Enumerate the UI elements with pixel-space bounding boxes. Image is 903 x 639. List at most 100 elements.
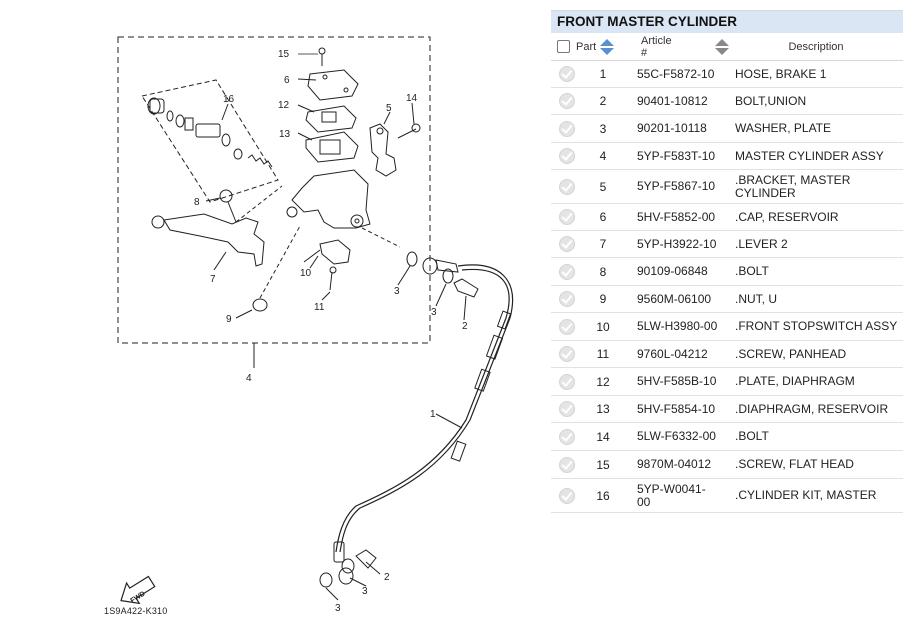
part-description: WASHER, PLATE xyxy=(735,121,832,135)
row-select-check-icon[interactable] xyxy=(559,263,575,280)
part-description: .CAP, RESERVOIR xyxy=(735,209,839,224)
row-select-check-icon[interactable] xyxy=(559,373,575,390)
callout-3a: 3 xyxy=(394,286,400,297)
article-number: 5LW-H3980-00 xyxy=(637,319,718,333)
article-number: 5HV-F5854-10 xyxy=(637,401,716,416)
part-number: 7 xyxy=(599,237,607,251)
part-description: .SCREW, FLAT HEAD xyxy=(735,457,854,471)
row-select-check-icon[interactable] xyxy=(559,487,575,504)
select-all-checkbox[interactable] xyxy=(557,40,570,53)
fwd-arrow-icon xyxy=(120,575,156,605)
article-number: 90201-10118 xyxy=(637,121,707,135)
callout-13: 13 xyxy=(279,129,291,140)
table-row[interactable]: 5 5YP-F5867-10 .BRACKET, MASTER CYLINDER xyxy=(551,170,903,204)
part-number: 12 xyxy=(596,374,610,389)
parts-panel: FRONT MASTER CYLINDER Part Article # Des… xyxy=(551,10,903,513)
callout-7: 7 xyxy=(210,274,216,285)
article-number: 5YP-F5867-10 xyxy=(637,179,716,193)
part-number: 6 xyxy=(599,210,607,224)
callout-9: 9 xyxy=(226,314,232,325)
part-description: .LEVER 2 xyxy=(735,236,788,251)
sort-article-icon[interactable] xyxy=(715,38,729,55)
table-row[interactable]: 8 90109-06848 .BOLT xyxy=(551,258,903,286)
diagram-code: 1S9A422-K310 xyxy=(104,606,168,616)
part-number: 1 xyxy=(599,67,607,81)
part-description: .SCREW, PANHEAD xyxy=(735,346,847,361)
row-select-check-icon[interactable] xyxy=(559,291,575,307)
article-number: 5YP-F583T-10 xyxy=(637,148,716,163)
part-description: HOSE, BRAKE 1 xyxy=(735,66,827,81)
part-description: .BOLT xyxy=(735,264,769,278)
part-number: 8 xyxy=(599,264,607,279)
callout-15: 15 xyxy=(278,49,290,60)
header-description[interactable]: Description xyxy=(788,40,844,53)
table-row[interactable]: 9 9560M-06100 .NUT, U xyxy=(551,286,903,313)
callout-8: 8 xyxy=(194,197,200,208)
table-row[interactable]: 1 55C-F5872-10 HOSE, BRAKE 1 xyxy=(551,61,903,88)
callout-4: 4 xyxy=(246,373,252,384)
table-row[interactable]: 11 9760L-04212 .SCREW, PANHEAD xyxy=(551,341,903,368)
part-description: .CYLINDER KIT, MASTER xyxy=(735,488,877,502)
part-description: .BOLT xyxy=(735,429,769,443)
row-select-check-icon[interactable] xyxy=(559,318,575,335)
row-select-check-icon[interactable] xyxy=(559,236,575,252)
part-description: BOLT,UNION xyxy=(735,93,807,108)
parts-rows: 1 55C-F5872-10 HOSE, BRAKE 1 2 90401-10812 BO… xyxy=(551,61,903,513)
header-part[interactable]: Part xyxy=(576,40,597,53)
part-number: 2 xyxy=(599,94,607,108)
article-number: 9560M-06100 xyxy=(637,291,712,306)
part-number: 13 xyxy=(596,402,610,416)
article-number: 5LW-F6332-00 xyxy=(637,429,716,443)
row-select-check-icon[interactable] xyxy=(559,456,575,473)
exploded-view-drawing: 15 6 12 13 16 5 14 8 7 10 11 9 4 3 3 2 1… xyxy=(117,36,514,614)
part-description: .PLATE, DIAPHRAGM xyxy=(735,374,855,388)
article-number: 9760L-04212 xyxy=(637,346,708,361)
callout-3b: 3 xyxy=(431,307,437,318)
row-select-check-icon[interactable] xyxy=(559,148,575,164)
part-number: 15 xyxy=(596,457,610,472)
callout-12: 12 xyxy=(278,100,290,111)
callout-6: 6 xyxy=(284,75,290,86)
article-number: 5HV-F5852-00 xyxy=(637,209,716,224)
article-number: 90401-10812 xyxy=(637,93,708,108)
row-select-check-icon[interactable] xyxy=(559,66,575,82)
cylinder-kit-parts xyxy=(147,97,273,168)
part-description: .BRACKET, MASTER CYLINDER xyxy=(735,172,851,200)
header-article[interactable]: Article # xyxy=(641,34,672,59)
callout-10: 10 xyxy=(300,268,312,279)
sort-part-icon[interactable] xyxy=(600,38,615,55)
row-select-check-icon[interactable] xyxy=(559,178,575,195)
part-description: .FRONT STOPSWITCH ASSY xyxy=(735,319,898,333)
assembly-boundary xyxy=(117,36,431,344)
callout-11: 11 xyxy=(314,302,325,313)
row-select-check-icon[interactable] xyxy=(559,401,575,417)
part-number: 11 xyxy=(596,347,610,361)
part-number: 9 xyxy=(599,292,607,306)
row-select-check-icon[interactable] xyxy=(559,346,575,362)
article-number: 90109-06848 xyxy=(637,264,708,278)
parts-diagram: 15 6 12 13 16 5 14 8 7 10 11 9 4 3 3 2 1… xyxy=(104,36,514,616)
row-select-check-icon[interactable] xyxy=(559,120,575,137)
part-description: .NUT, U xyxy=(735,291,777,306)
table-row[interactable]: 6 5HV-F5852-00 .CAP, RESERVOIR xyxy=(551,204,903,231)
row-select-check-icon[interactable] xyxy=(559,93,575,109)
callout-16: 16 xyxy=(223,94,235,105)
part-number: 3 xyxy=(599,121,607,136)
part-number: 5 xyxy=(599,179,607,194)
row-select-check-icon[interactable] xyxy=(559,428,575,445)
table-row[interactable]: 2 90401-10812 BOLT,UNION xyxy=(551,88,903,115)
row-select-check-icon[interactable] xyxy=(559,209,575,225)
callout-2a: 2 xyxy=(462,321,468,332)
table-row[interactable]: 3 90201-10118 WASHER, PLATE xyxy=(551,115,903,143)
callout-2b: 2 xyxy=(384,572,390,583)
table-header: Part Article # Description xyxy=(551,33,903,61)
article-number: 55C-F5872-10 xyxy=(637,66,715,81)
